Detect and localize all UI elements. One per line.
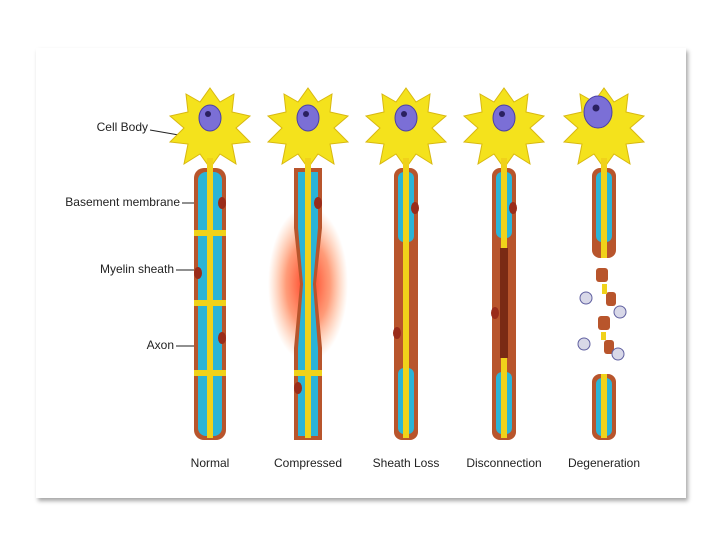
caption-degeneration: Degeneration <box>567 456 641 470</box>
diagram-panel: Cell Body Basement membrane Myelin sheat… <box>36 48 686 498</box>
neuron-disconnection <box>462 87 546 440</box>
label-myelin-sheath: Myelin sheath <box>99 262 174 276</box>
caption-normal: Normal <box>190 456 230 470</box>
neuron-sheath-loss <box>364 87 448 440</box>
caption-disconnection: Disconnection <box>466 456 542 470</box>
nerve-injury-illustration <box>149 87 646 440</box>
caption-compressed: Compressed <box>273 456 343 470</box>
label-axon: Axon <box>146 338 174 352</box>
neuron-normal <box>168 87 252 440</box>
caption-sheath-loss: Sheath Loss <box>372 456 440 470</box>
label-basement-membrane: Basement membrane <box>65 195 180 209</box>
neuron-compressed <box>266 87 350 440</box>
label-cell-body: Cell Body <box>96 120 148 134</box>
neuron-degeneration <box>562 87 646 440</box>
